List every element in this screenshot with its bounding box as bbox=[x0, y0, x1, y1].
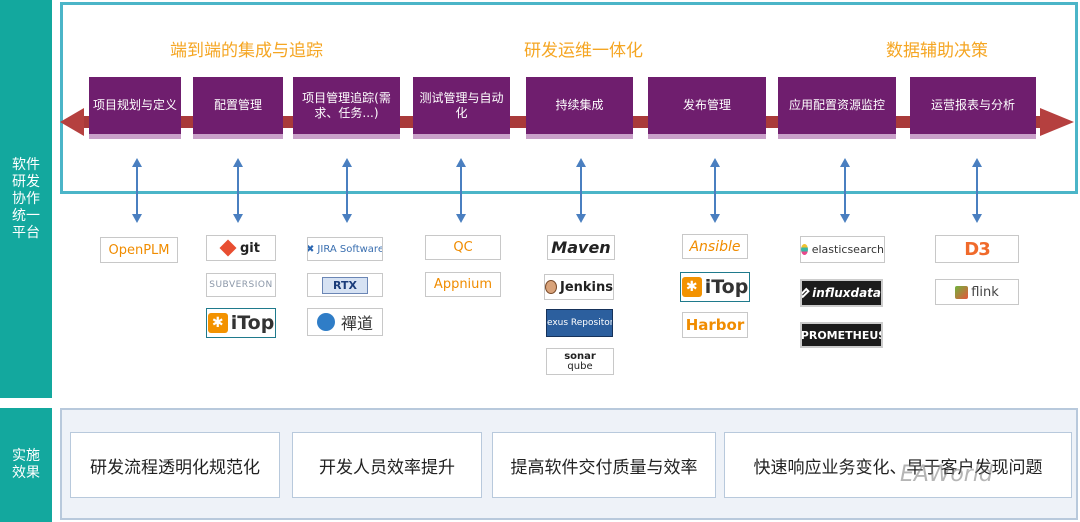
effect-delivery-quality: 提高软件交付质量与效率 bbox=[492, 432, 716, 498]
side-label-platform: 软件研发协作统一平台 bbox=[0, 0, 52, 398]
connector-up-icon bbox=[456, 158, 466, 167]
watermark: EAWorld bbox=[900, 462, 993, 487]
flow-arrow-right-icon bbox=[1040, 108, 1074, 136]
connector-line bbox=[237, 166, 239, 216]
connector-line bbox=[714, 166, 716, 216]
tool-sonarqube: sonar qube bbox=[546, 348, 614, 375]
itop-icon: ✱ bbox=[207, 313, 228, 333]
process-planning: 项目规划与定义 bbox=[89, 77, 181, 139]
connector-down-icon bbox=[132, 214, 142, 223]
tool-elasticsearch: elasticsearch bbox=[800, 236, 885, 263]
tool-appnium: Appnium bbox=[425, 272, 501, 297]
connector-up-icon bbox=[972, 158, 982, 167]
connector-up-icon bbox=[233, 158, 243, 167]
tool-prometheus: PROMETHEUS bbox=[800, 322, 883, 348]
tool-elasticsearch-label: elasticsearch bbox=[811, 243, 884, 256]
connector-down-icon bbox=[710, 214, 720, 223]
connector-line bbox=[136, 166, 138, 216]
jira-icon: ✖ bbox=[308, 244, 314, 255]
tool-prometheus-label: PROMETHEUS bbox=[800, 328, 883, 342]
tool-subversion: SUBVERSION bbox=[206, 273, 276, 297]
tool-git: git bbox=[206, 235, 276, 261]
connector-up-icon bbox=[840, 158, 850, 167]
effect-fast-response: 快速响应业务变化、早于客户发现问题 bbox=[724, 432, 1072, 498]
tool-chandao: 禪道 bbox=[307, 308, 383, 336]
tool-flink-label: flink bbox=[971, 284, 999, 300]
connector-down-icon bbox=[576, 214, 586, 223]
tool-rtx-label: RTX bbox=[322, 276, 368, 294]
tool-sonarqube-bottom: qube bbox=[567, 360, 593, 372]
tool-openplm: OpenPLM bbox=[100, 237, 178, 263]
connector-down-icon bbox=[840, 214, 850, 223]
process-tracking: 项目管理追踪(需求、任务...) bbox=[293, 77, 400, 139]
tool-jira: ✖ JIRA Software bbox=[307, 237, 383, 261]
connector-up-icon bbox=[342, 158, 352, 167]
connector-up-icon bbox=[576, 158, 586, 167]
process-reporting: 运营报表与分析 bbox=[910, 77, 1036, 139]
tool-qc: QC bbox=[425, 235, 501, 260]
process-monitoring: 应用配置资源监控 bbox=[778, 77, 896, 139]
connector-up-icon bbox=[132, 158, 142, 167]
connector-line bbox=[844, 166, 846, 216]
chandao-icon bbox=[316, 313, 335, 331]
itop-icon: ✱ bbox=[681, 277, 702, 297]
connector-line bbox=[460, 166, 462, 216]
tool-sonarqube-top: sonar bbox=[564, 350, 596, 362]
tool-ansible: Ansible bbox=[682, 234, 748, 259]
tool-jira-label: JIRA Software bbox=[317, 243, 383, 255]
connector-down-icon bbox=[456, 214, 466, 223]
tool-jenkins: Jenkins bbox=[544, 274, 614, 300]
tool-d3: D3 bbox=[935, 235, 1019, 263]
process-testing: 测试管理与自动化 bbox=[413, 77, 510, 139]
process-config: 配置管理 bbox=[193, 77, 283, 139]
elasticsearch-icon bbox=[801, 244, 808, 255]
effect-process-transparency: 研发流程透明化规范化 bbox=[70, 432, 280, 498]
process-ci: 持续集成 bbox=[526, 77, 633, 139]
phase-decision: 数据辅助决策 bbox=[886, 41, 988, 61]
side-label-effects: 实施效果 bbox=[0, 408, 52, 522]
connector-up-icon bbox=[710, 158, 720, 167]
jenkins-icon bbox=[545, 280, 557, 294]
tool-influxdata: influxdata bbox=[800, 279, 883, 307]
tool-flink: flink bbox=[935, 279, 1019, 305]
tool-rtx: RTX bbox=[307, 273, 383, 297]
connector-line bbox=[976, 166, 978, 216]
git-icon bbox=[219, 239, 237, 257]
flow-arrow-left-icon bbox=[60, 108, 84, 136]
tool-jenkins-label: Jenkins bbox=[559, 279, 613, 295]
connector-line bbox=[346, 166, 348, 216]
tool-nexus: Nexus Repository bbox=[546, 309, 613, 337]
connector-line bbox=[580, 166, 582, 216]
tool-influxdata-label: influxdata bbox=[812, 286, 881, 300]
process-release: 发布管理 bbox=[648, 77, 766, 139]
influx-icon bbox=[802, 287, 810, 299]
connector-down-icon bbox=[972, 214, 982, 223]
tool-git-label: git bbox=[240, 240, 260, 256]
tool-harbor: Harbor bbox=[682, 312, 748, 338]
effect-developer-efficiency: 开发人员效率提升 bbox=[292, 432, 482, 498]
tool-itop-label: iTop bbox=[704, 276, 749, 298]
tool-itop-label: iTop bbox=[230, 312, 275, 334]
phase-integration: 端到端的集成与追踪 bbox=[170, 41, 323, 61]
connector-down-icon bbox=[233, 214, 243, 223]
tool-itop-config: ✱ iTop bbox=[206, 308, 276, 338]
flink-icon bbox=[955, 285, 969, 299]
connector-down-icon bbox=[342, 214, 352, 223]
phase-devops: 研发运维一体化 bbox=[524, 41, 643, 61]
tool-maven: Maven bbox=[547, 235, 615, 260]
tool-itop-release: ✱ iTop bbox=[680, 272, 750, 302]
tool-chandao-label: 禪道 bbox=[340, 314, 373, 333]
